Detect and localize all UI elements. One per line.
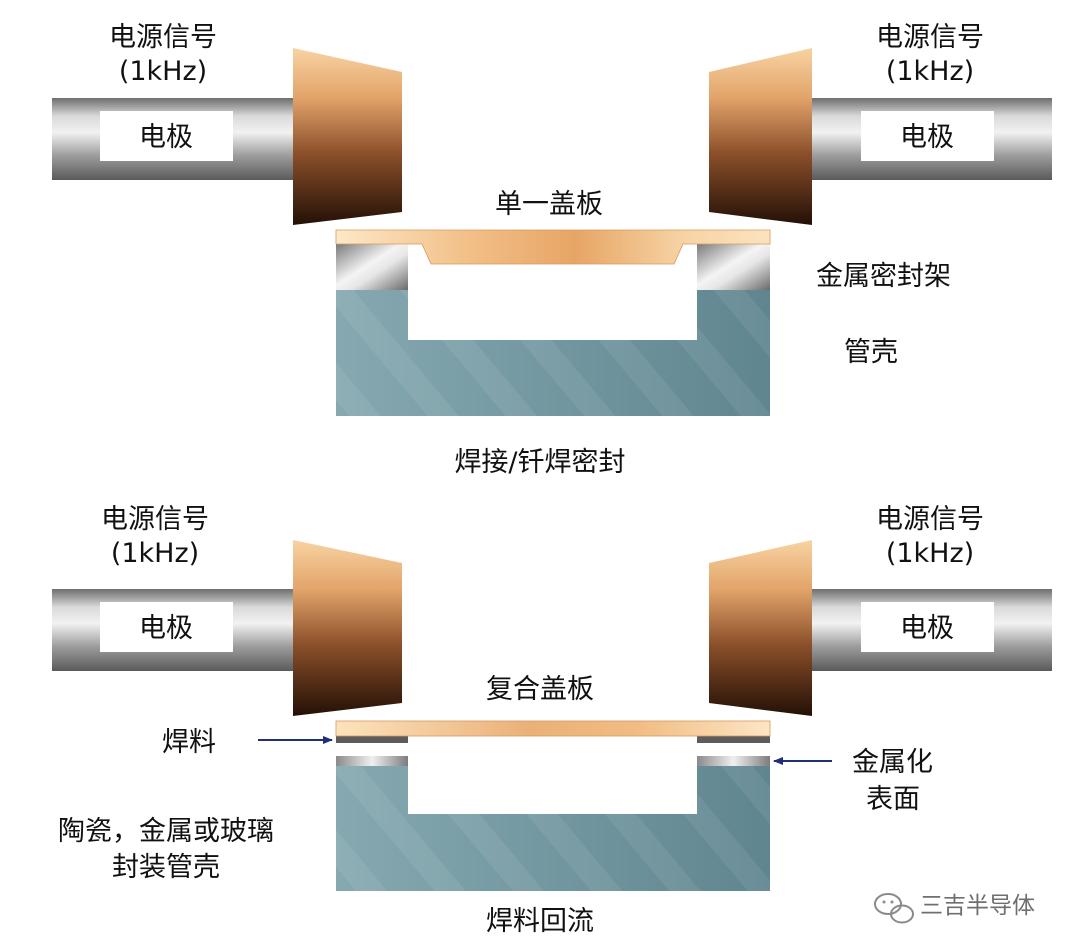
wechat-icon	[874, 893, 914, 924]
bottom-right-signal-line2: (1kHz)	[886, 538, 974, 569]
bottom-left-signal-line2: (1kHz)	[111, 538, 199, 569]
package-label-line2: 封装管壳	[112, 852, 220, 883]
package-label-line1: 陶瓷，金属或玻璃	[58, 816, 274, 847]
top-left-seal-frame	[336, 244, 408, 290]
bottom-package-shell	[336, 766, 770, 891]
bottom-diagram: 电极 电极 电源信号 (1kHz) 电源信号 (1kHz) 复合盖板 焊料 金属…	[52, 504, 1052, 937]
top-right-seal-frame	[697, 244, 770, 290]
top-package-shell	[336, 290, 770, 416]
bottom-right-solder	[697, 736, 770, 743]
metallized-label-line1: 金属化	[852, 747, 933, 778]
top-single-lid	[335, 229, 771, 265]
bottom-left-copper-head	[293, 540, 402, 716]
bottom-right-metallized-surface	[697, 756, 770, 766]
top-caption: 焊接/钎焊密封	[454, 447, 625, 478]
top-lid-label: 单一盖板	[495, 189, 603, 220]
left-copper-head	[293, 48, 402, 225]
top-left-signal-line2: (1kHz)	[119, 56, 207, 87]
left-electrode-label-box	[100, 111, 233, 161]
right-electrode-label-box	[861, 111, 994, 161]
top-right-signal-line2: (1kHz)	[886, 56, 974, 87]
bottom-left-signal-line1: 电源信号	[101, 504, 209, 535]
bottom-composite-lid	[335, 720, 771, 737]
top-left-signal-line1: 电源信号	[109, 22, 217, 53]
bottom-right-electrode-label: 电极	[900, 613, 954, 644]
top-right-signal-line1: 电源信号	[876, 22, 984, 53]
bottom-left-electrode-label-box	[100, 602, 233, 652]
bottom-left-solder	[336, 736, 408, 743]
bottom-caption: 焊料回流	[486, 906, 594, 937]
bottom-right-electrode-label-box	[861, 602, 994, 652]
bottom-left-metallized-surface	[336, 756, 408, 766]
top-shell-label: 管壳	[844, 337, 898, 368]
bottom-lid-label: 复合盖板	[486, 674, 594, 705]
left-electrode-label: 电极	[139, 122, 193, 153]
bottom-right-signal-line1: 电源信号	[876, 504, 984, 535]
bottom-left-electrode-label: 电极	[139, 613, 193, 644]
watermark-text: 三吉半导体	[920, 893, 1035, 919]
watermark: 三吉半导体	[874, 893, 1035, 924]
solder-label: 焊料	[162, 727, 216, 758]
right-copper-head	[709, 48, 812, 225]
right-electrode-label: 电极	[900, 122, 954, 153]
bottom-right-copper-head	[709, 540, 812, 716]
top-diagram: 电极 电极 电源信号 (1kHz) 电源信号 (1kHz) 单一盖板 金属密封架…	[52, 22, 1052, 478]
top-frame-label: 金属密封架	[816, 261, 951, 292]
metallized-label-line2: 表面	[866, 784, 920, 815]
